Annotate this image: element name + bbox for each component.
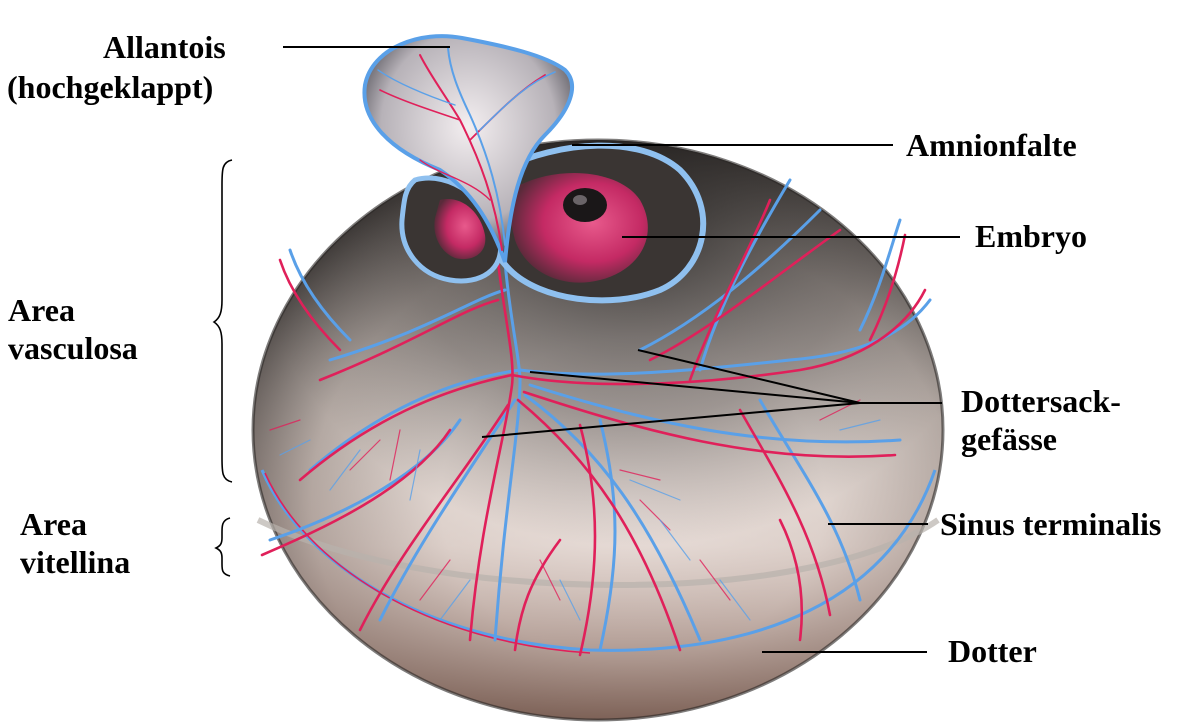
label-dotter: Dotter xyxy=(948,632,1037,670)
label-area-vitellina: Area vitellina xyxy=(20,505,130,581)
label-allantois-hochgeklappt: (hochgeklappt) xyxy=(7,68,213,106)
label-area-vitellina-line1: Area xyxy=(20,505,130,543)
label-embryo: Embryo xyxy=(975,217,1087,255)
label-area-vitellina-line2: vitellina xyxy=(20,543,130,581)
bracket-area-vasculosa xyxy=(214,160,232,482)
label-area-vasculosa: Area vasculosa xyxy=(8,291,138,367)
label-dottersack-line2: gefässe xyxy=(961,420,1121,458)
label-dottersackgefaesse: Dottersack- gefässe xyxy=(961,382,1121,458)
label-area-vasculosa-line1: Area xyxy=(8,291,138,329)
label-dottersack-line1: Dottersack- xyxy=(961,382,1121,420)
label-sinus-terminalis: Sinus terminalis xyxy=(940,505,1161,543)
label-area-vasculosa-line2: vasculosa xyxy=(8,329,138,367)
label-allantois: Allantois xyxy=(103,28,226,66)
label-allantois-line1: Allantois xyxy=(103,28,226,66)
bracket-area-vitellina xyxy=(216,518,230,576)
label-amnionfalte: Amnionfalte xyxy=(906,126,1077,164)
label-allantois-line2: (hochgeklappt) xyxy=(7,68,213,106)
brackets xyxy=(214,160,232,576)
